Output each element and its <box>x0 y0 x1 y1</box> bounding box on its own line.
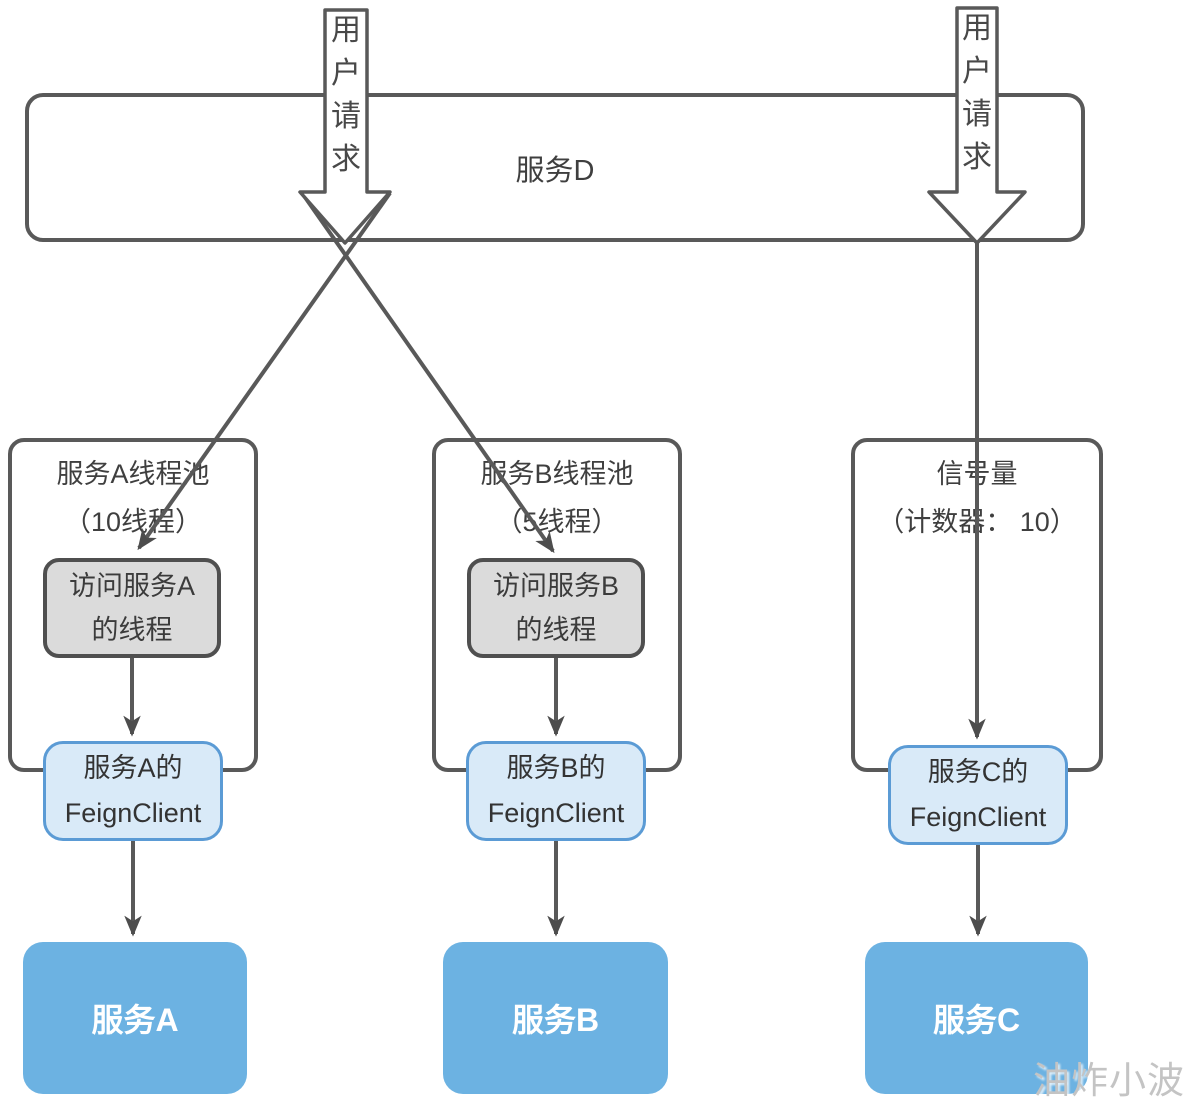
feign-client-b-line2: FeignClient <box>487 798 625 828</box>
pool-a-title-line2: （10线程） <box>63 507 203 537</box>
feign-client-c-box: 服务C的 FeignClient <box>888 745 1068 845</box>
thread-box-a-line1: 访问服务A <box>68 571 195 601</box>
banner-right-char-2: 户 <box>962 55 992 88</box>
user-request-banner-left-label: 用 户 请 求 <box>325 16 367 175</box>
thread-box-a: 访问服务A 的线程 <box>43 558 221 658</box>
banner-left-char-3: 请 <box>331 100 361 133</box>
pool-b-title-line2: （5线程） <box>495 507 619 537</box>
thread-box-b-line2: 的线程 <box>515 615 597 645</box>
feign-client-b-line1: 服务B的 <box>506 753 606 783</box>
feign-client-c-line1: 服务C的 <box>927 757 1029 787</box>
service-b-label: 服务B <box>511 1002 600 1038</box>
banner-left-char-1: 用 <box>331 14 361 47</box>
pool-a-title: 服务A线程池 （10线程） <box>12 442 254 546</box>
thread-box-b: 访问服务B 的线程 <box>467 558 645 658</box>
banner-left-char-2: 户 <box>331 57 361 90</box>
service-b-box: 服务B <box>443 942 668 1094</box>
service-d-label: 服务D <box>515 154 595 187</box>
banner-right-char-1: 用 <box>962 12 992 45</box>
service-a-label: 服务A <box>91 1002 179 1038</box>
arrow-to-thread-b <box>300 191 555 554</box>
service-a-box: 服务A <box>23 942 247 1094</box>
thread-box-b-line1: 访问服务B <box>492 571 619 601</box>
service-d-box: 服务D <box>25 93 1085 242</box>
service-c-box: 服务C <box>865 942 1088 1094</box>
feign-client-a-line2: FeignClient <box>64 798 202 828</box>
feign-client-c-line2: FeignClient <box>909 802 1047 832</box>
banner-right-char-4: 求 <box>962 141 992 174</box>
watermark-text: 油炸小波 <box>1033 1060 1185 1099</box>
arrow-to-thread-a <box>137 191 392 551</box>
service-c-label: 服务C <box>932 1002 1021 1038</box>
user-request-banner-left-shape <box>298 8 392 245</box>
user-request-banner-right-label: 用 户 请 求 <box>957 14 997 173</box>
feign-client-a-line1: 服务A的 <box>83 753 183 783</box>
user-request-banner-right-shape <box>927 6 1027 245</box>
feign-client-a-box: 服务A的 FeignClient <box>43 741 223 841</box>
banner-right-char-3: 请 <box>962 98 992 131</box>
thread-box-a-line2: 的线程 <box>91 615 173 645</box>
feign-client-b-box: 服务B的 FeignClient <box>466 741 646 841</box>
banner-left-char-4: 求 <box>331 143 361 176</box>
